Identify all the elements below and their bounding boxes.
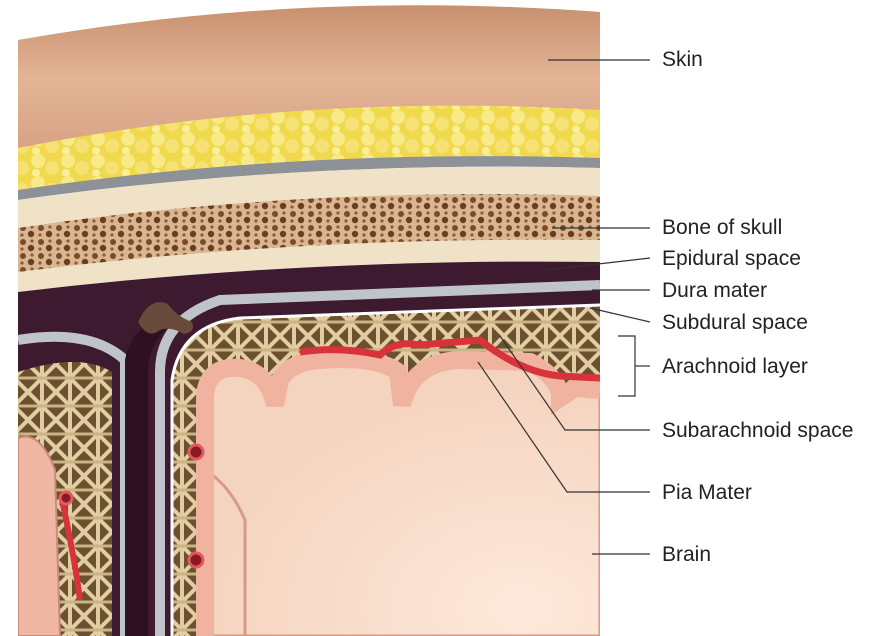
label-bone-of-skull: Bone of skull (662, 216, 782, 240)
label-arachnoid-layer: Arachnoid layer (662, 355, 808, 379)
label-epidural-space: Epidural space (662, 247, 801, 271)
vessel-cross-section (189, 553, 203, 567)
label-dura-mater: Dura mater (662, 279, 767, 303)
label-subdural-space: Subdural space (662, 311, 808, 335)
vessel-cross-section (189, 445, 203, 459)
label-subarachnoid-space: Subarachnoid space (662, 419, 853, 443)
vessel-cross-section (60, 492, 72, 504)
left-brain-gyrus (18, 437, 60, 636)
label-brain: Brain (662, 543, 711, 567)
label-pia-mater: Pia Mater (662, 481, 752, 505)
label-skin: Skin (662, 48, 703, 72)
